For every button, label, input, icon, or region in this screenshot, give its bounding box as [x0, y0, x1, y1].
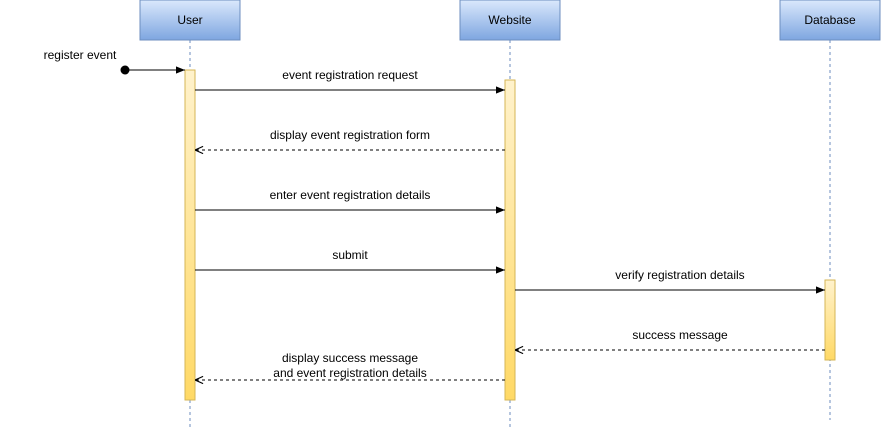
- message-1[interactable]: event registration request: [195, 68, 505, 94]
- participant-website-label: Website: [488, 13, 531, 27]
- participant-user[interactable]: User: [139, 0, 241, 41]
- message-6[interactable]: success message: [515, 328, 825, 350]
- message-5[interactable]: verify registration details: [515, 268, 825, 294]
- participant-website[interactable]: Website: [459, 0, 561, 41]
- message-7[interactable]: display success message and event regist…: [195, 351, 505, 380]
- message-3[interactable]: enter event registration details: [195, 188, 505, 214]
- message-4[interactable]: submit: [195, 248, 505, 274]
- participant-database[interactable]: Database: [779, 0, 881, 41]
- activation-user[interactable]: [184, 69, 196, 401]
- message-2-label: display event registration form: [270, 128, 430, 142]
- activation-database[interactable]: [824, 279, 836, 361]
- message-2[interactable]: display event registration form: [195, 128, 505, 150]
- message-5-label: verify registration details: [615, 268, 744, 282]
- activation-website[interactable]: [504, 79, 516, 401]
- found-message-label: register event: [44, 48, 117, 62]
- message-1-label: event registration request: [282, 68, 418, 82]
- message-6-label: success message: [632, 328, 728, 342]
- message-3-label: enter event registration details: [270, 188, 431, 202]
- message-4-label: submit: [332, 248, 368, 262]
- message-7-label-line-2: and event registration details: [273, 366, 426, 380]
- found-message[interactable]: register event: [44, 48, 185, 75]
- participant-database-label: Database: [804, 13, 856, 27]
- participant-user-label: User: [177, 13, 202, 27]
- message-7-label-line-1: display success message: [282, 351, 418, 365]
